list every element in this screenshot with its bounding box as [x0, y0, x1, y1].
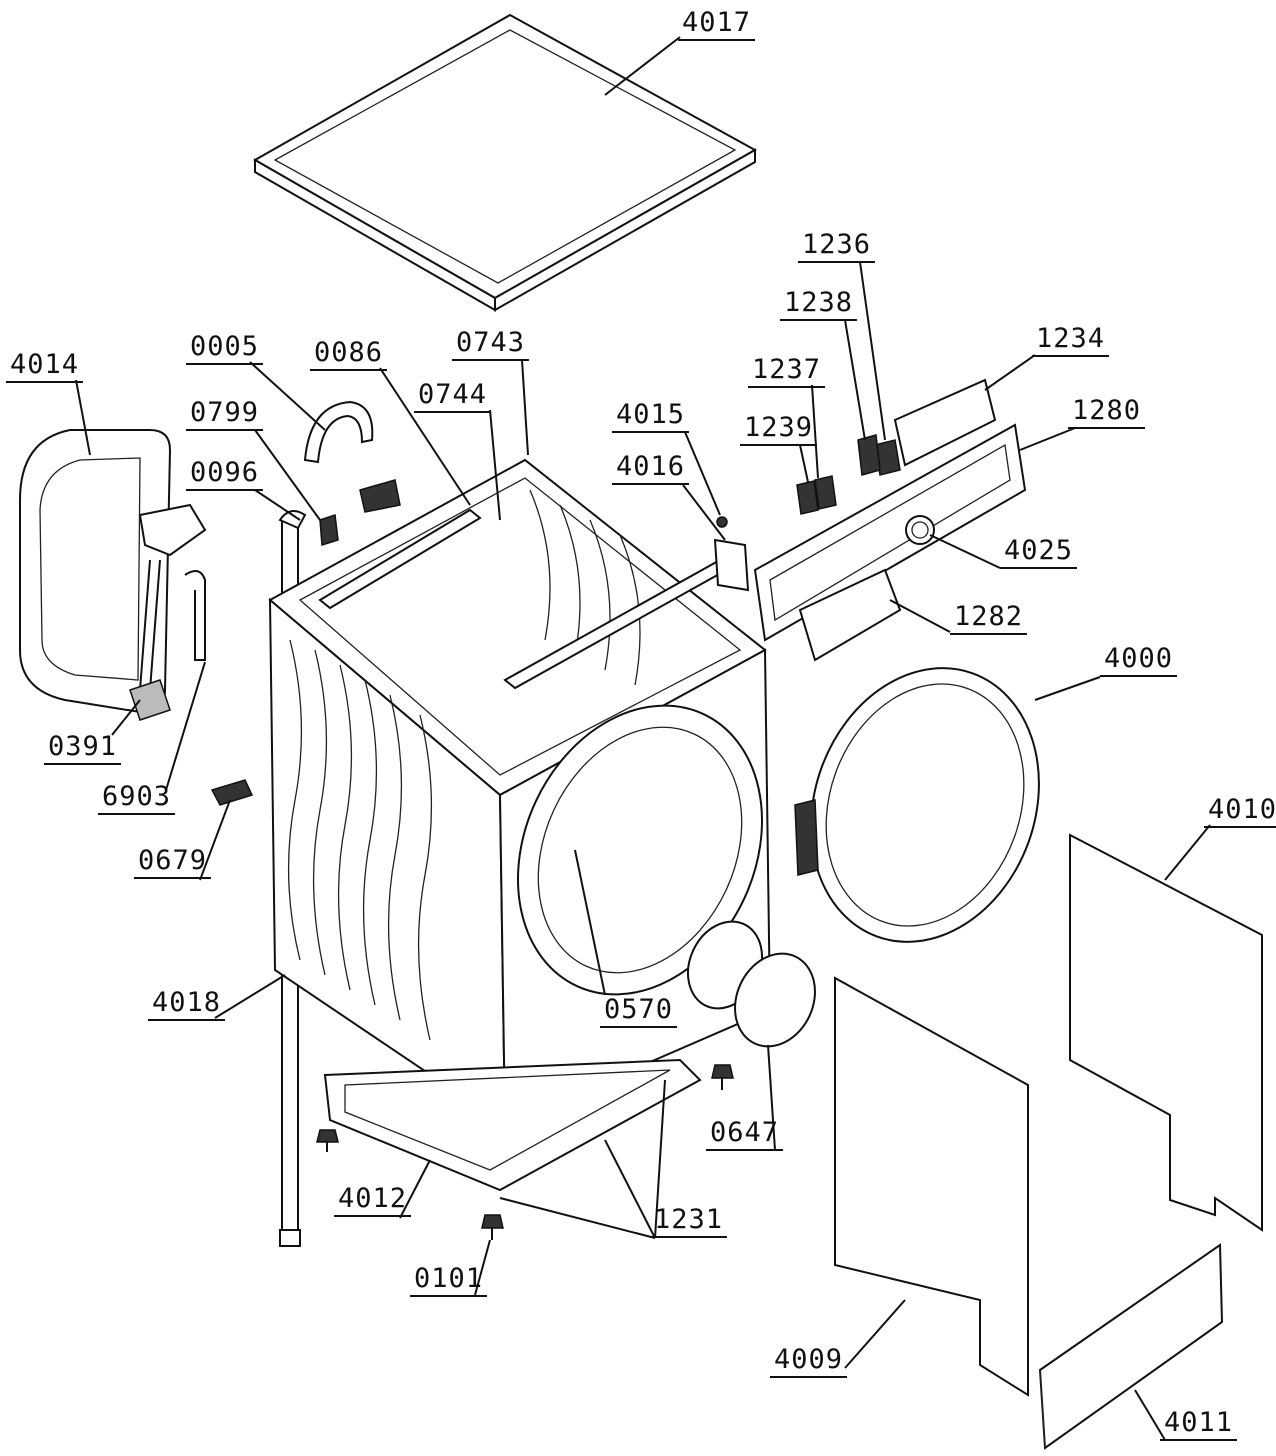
label-0101: 0101 [410, 1264, 488, 1297]
label-1238: 1238 [780, 288, 858, 321]
label-0679: 0679 [134, 846, 212, 879]
label-0799: 0799 [186, 398, 264, 431]
label-4014: 4014 [6, 350, 84, 383]
label-4015: 4015 [612, 400, 690, 433]
display-board-part [893, 378, 997, 467]
label-0086: 0086 [310, 338, 388, 371]
label-0391: 0391 [44, 732, 122, 765]
plinth-panel-part [1038, 1243, 1224, 1450]
foot-left-part [316, 1129, 339, 1152]
label-4010: 4010 [1204, 795, 1276, 828]
label-4011: 4011 [1160, 1408, 1238, 1441]
label-0096: 0096 [186, 458, 264, 491]
clip-0799-part [319, 513, 339, 546]
label-4017: 4017 [678, 8, 756, 41]
door-ring-part [794, 667, 1040, 943]
top-lid-part [252, 13, 758, 312]
valve-assembly-part [129, 503, 207, 721]
label-4018: 4018 [148, 988, 226, 1021]
label-0647: 0647 [706, 1118, 784, 1151]
filter-cover-part [734, 952, 816, 1048]
label-0743: 0743 [452, 328, 530, 361]
label-1282: 1282 [950, 602, 1028, 635]
knob-inner-part [911, 521, 929, 539]
foot-0101-part [481, 1214, 504, 1240]
label-4025: 4025 [1000, 536, 1078, 569]
label-1234: 1234 [1032, 324, 1110, 357]
switch-1239-part [796, 480, 819, 515]
label-6903: 6903 [98, 782, 176, 815]
bracket-0086-part [359, 479, 401, 513]
label-0744: 0744 [414, 380, 492, 413]
rear-panel-part [1069, 833, 1263, 1232]
label-1239: 1239 [740, 413, 818, 446]
bracket-4016-part [713, 538, 750, 592]
detergent-drawer-part [798, 568, 902, 662]
switch-1237-part [814, 475, 837, 510]
label-4000: 4000 [1100, 644, 1178, 677]
screw-4015-part [716, 516, 728, 528]
leader-lines [75, 36, 1211, 1441]
label-4012: 4012 [334, 1184, 412, 1217]
label-1237: 1237 [748, 355, 826, 388]
side-panel-part [834, 976, 1029, 1397]
label-0005: 0005 [186, 332, 264, 365]
small-clip-part [210, 779, 254, 806]
label-1280: 1280 [1068, 396, 1146, 429]
knob-part [905, 515, 935, 545]
top-rail-part [318, 508, 482, 610]
hose-0005-part [303, 400, 374, 464]
label-4009: 4009 [770, 1345, 848, 1378]
label-4016: 4016 [612, 452, 690, 485]
label-0570: 0570 [600, 995, 678, 1028]
foot-right-part [711, 1064, 734, 1090]
small-hose-part [184, 570, 206, 661]
base-frame-part [323, 1058, 702, 1192]
door-frame-part [19, 429, 172, 714]
label-1231: 1231 [650, 1205, 728, 1238]
switch-1238-part [857, 434, 881, 476]
control-panel-part [753, 423, 1027, 642]
label-1236: 1236 [798, 230, 876, 263]
